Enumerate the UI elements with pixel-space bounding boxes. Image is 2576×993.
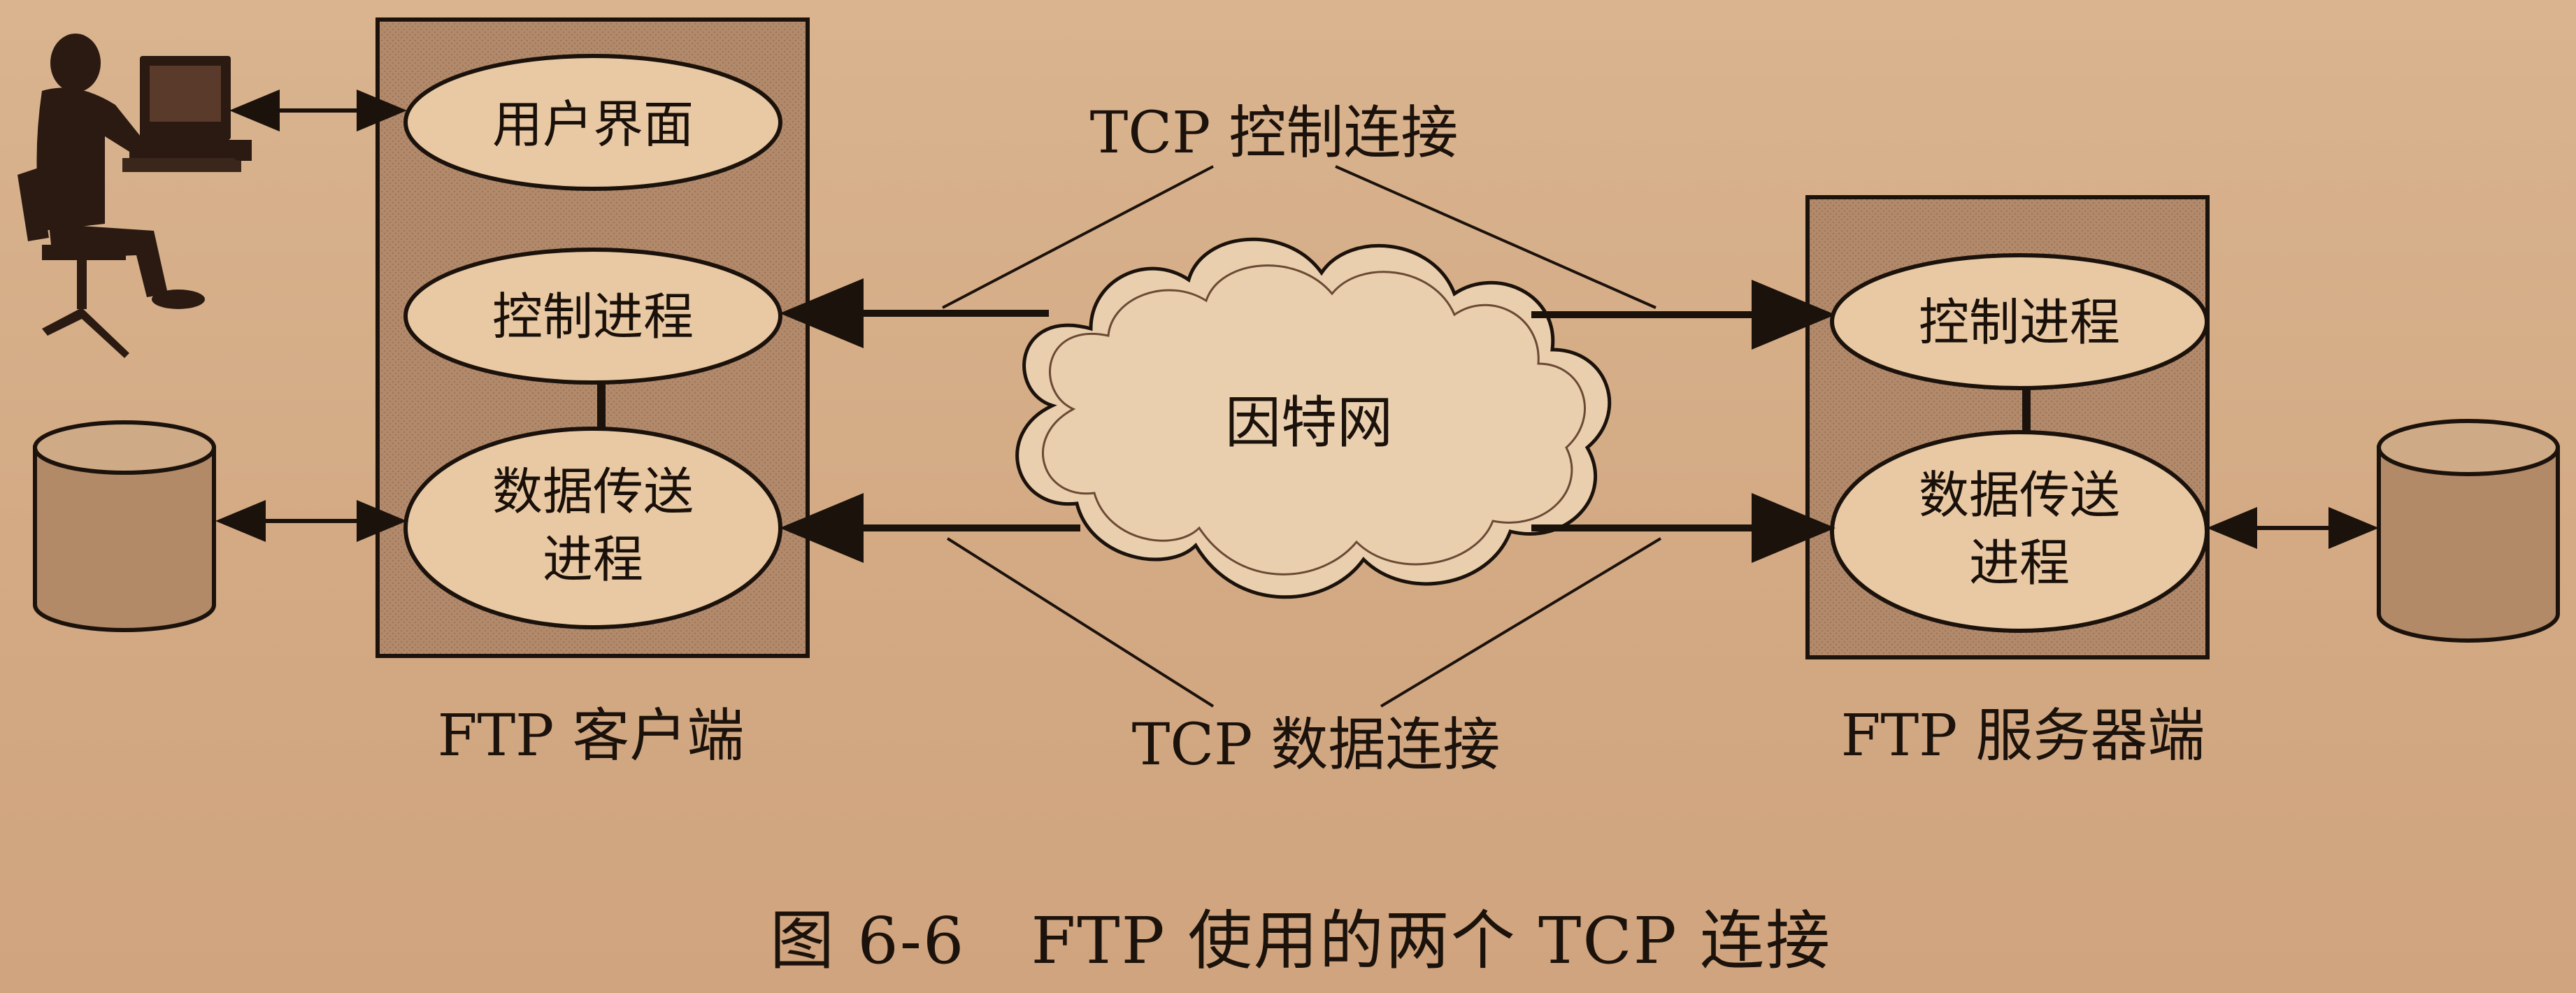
client-data-transfer-label: 数据传送 进程 [406, 458, 780, 594]
client-data-transfer-line2: 进程 [542, 530, 643, 590]
ftp-server-title: FTP 服务器端 [1840, 703, 2205, 769]
connection-label-pointers [942, 165, 1662, 708]
client-database-icon [33, 420, 216, 632]
client-panel [375, 17, 810, 658]
server-database-icon [2377, 419, 2560, 643]
server-control-process-label: 控制进程 [1918, 293, 2120, 352]
server-data-transfer-line1: 数据传送 [1918, 466, 2120, 524]
ftp-client-title: FTP 客户端 [437, 703, 745, 769]
connection-arrows [215, 90, 2379, 563]
client-user-interface-label: 用户界面 [492, 95, 694, 154]
internet-label: 因特网 [1225, 390, 1393, 455]
tcp-control-connection-label: TCP 控制连接 [1089, 100, 1459, 166]
server-panel [1805, 195, 2210, 659]
figure-caption: 图 6-6 FTP 使用的两个 TCP 连接 [770, 903, 1831, 978]
server-data-transfer-label: 数据传送 进程 [1832, 462, 2207, 597]
user-at-computer-icon [17, 34, 252, 358]
client-control-process-label: 控制进程 [492, 287, 694, 346]
tcp-data-connection-label: TCP 数据连接 [1131, 712, 1501, 778]
server-data-transfer-line2: 进程 [1968, 534, 2070, 593]
client-data-transfer-line1: 数据传送 [492, 462, 694, 521]
